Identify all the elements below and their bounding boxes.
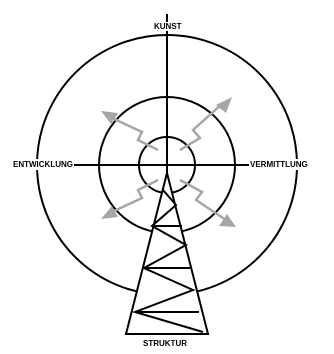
label-entwicklung: ENTWICKLUNG [12, 159, 74, 170]
label-vermittlung: VERMITTLUNG [249, 159, 309, 170]
label-struktur: STRUKTUR [142, 339, 188, 348]
radio-tower-icon [126, 173, 208, 334]
label-kunst: KUNST [153, 22, 183, 31]
